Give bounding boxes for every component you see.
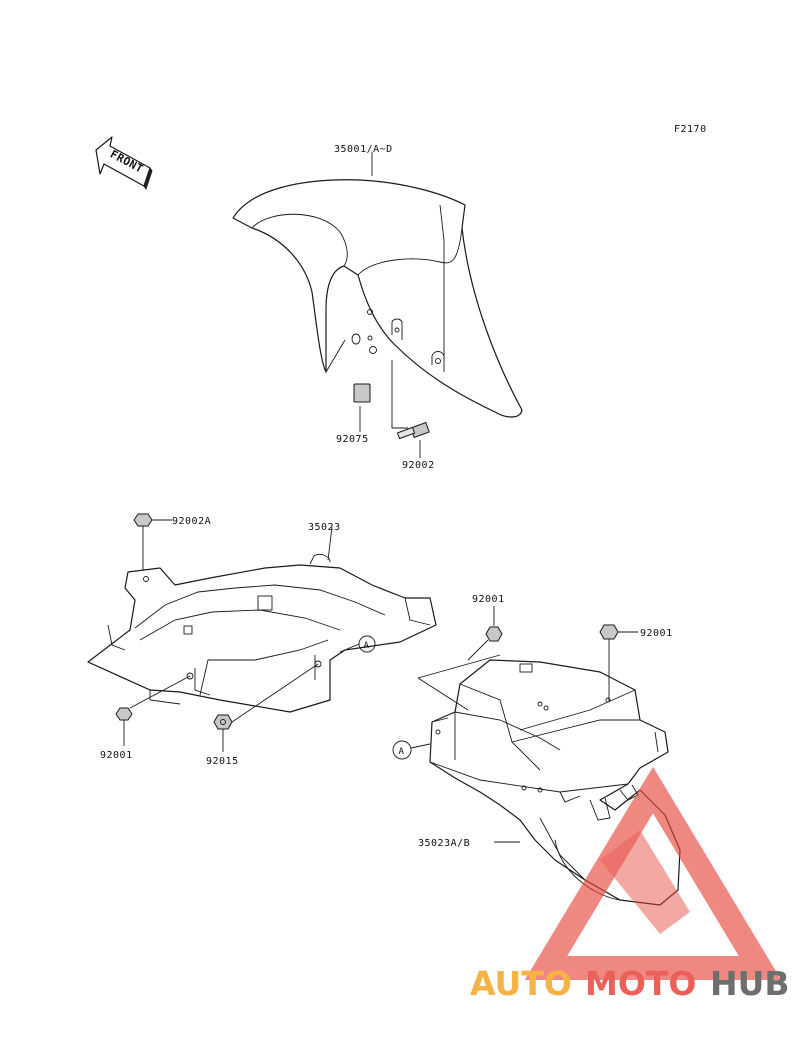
watermark-text-moto: MOTO [585, 964, 696, 1003]
watermark-triangle-icon [524, 766, 782, 980]
reference-callout-a-upper: A [339, 635, 376, 653]
grommet-92075 [353, 383, 371, 403]
svg-text:A: A [364, 641, 370, 651]
svg-text:A: A [399, 747, 405, 757]
bolt-92001-left [115, 675, 191, 746]
part-label-35023ab: 35023A/B [418, 838, 470, 849]
figure-code: F2170 [674, 124, 707, 135]
part-label-92015: 92015 [206, 756, 239, 767]
bolt-92001-right [599, 624, 638, 702]
bolt-92002a [133, 513, 172, 570]
reference-callout-a-lower: A [392, 740, 431, 760]
rear-fender-flap [429, 659, 681, 906]
watermark-text-auto: AUTO [470, 964, 572, 1003]
automotohub-logo: AUTO MOTO HUB [470, 766, 790, 1003]
front-arrow-icon: FRONT [95, 136, 153, 191]
inner-rear-fender [87, 553, 437, 713]
part-label-92001-left: 92001 [100, 750, 133, 761]
part-label-35023: 35023 [308, 522, 341, 533]
part-label-92002a: 92002A [172, 516, 211, 527]
part-label-92075: 92075 [336, 434, 369, 445]
part-label-92001-top: 92001 [472, 594, 505, 605]
front-fender [232, 179, 523, 418]
bolt-92001-top [467, 606, 503, 661]
nut-92015 [213, 663, 319, 752]
part-label-92002: 92002 [402, 460, 435, 471]
bolt-92002 [396, 421, 430, 440]
part-label-92001-right: 92001 [640, 628, 673, 639]
part-label-35001: 35001/A~D [334, 144, 393, 155]
watermark-text-hub: HUB [710, 964, 790, 1003]
